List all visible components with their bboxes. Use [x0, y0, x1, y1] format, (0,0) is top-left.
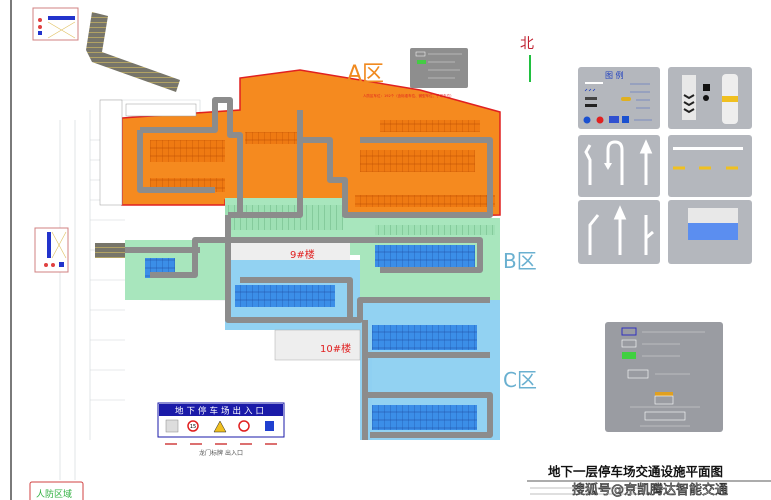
zone-c-label: C区	[503, 368, 537, 392]
line-marking-panel	[668, 135, 752, 197]
zone-a-label: A区	[347, 62, 384, 87]
height-limit-icon	[238, 420, 250, 432]
drawing-title: 地下一层停车场交通设施平面图	[548, 464, 723, 479]
bollard-panel	[668, 67, 752, 129]
entrance-sign-text: 地下停车场出入口	[175, 406, 267, 417]
building-10-label: 10#楼	[320, 342, 351, 355]
arrow-marking-panel-2	[578, 200, 660, 264]
arrow-marking-panel-1	[578, 135, 660, 197]
legend-title: 图 例	[605, 70, 624, 80]
stall-type-legend	[605, 322, 723, 432]
entrance-ramp	[86, 12, 180, 92]
zone-b-label: B区	[503, 249, 537, 273]
zone-a-area	[99, 69, 501, 219]
civil-defense-box	[29, 481, 84, 500]
stall-color-panel	[668, 200, 752, 264]
civil-defense-label: 人防区域	[36, 488, 72, 500]
sign-sample-top	[32, 7, 79, 41]
sign-sample-left	[34, 227, 69, 273]
entrance-gantry-sign: 地下停车场出入口 15	[157, 402, 285, 438]
watermark: 搜狐号@京凯腾达智能交通	[572, 482, 728, 498]
speed-limit-value: 15	[190, 424, 196, 430]
stall-count-box	[410, 48, 468, 88]
driveways	[95, 97, 493, 440]
speed-limit-icon	[187, 420, 199, 432]
parking-sign-icon	[265, 421, 274, 431]
entrance-sign-caption: 龙门标牌 出入口	[199, 449, 243, 457]
warning-icon	[213, 420, 227, 433]
north-label: 北	[520, 36, 534, 52]
building-9-label: 9#楼	[290, 248, 315, 261]
exit-sign-icon	[165, 419, 179, 433]
legend-panel: 图 例	[578, 67, 660, 129]
west-ramp	[95, 243, 125, 258]
civil-defense-note: 人防区车位：192个（含标准车位、微型车位、子母车位）	[363, 93, 454, 98]
